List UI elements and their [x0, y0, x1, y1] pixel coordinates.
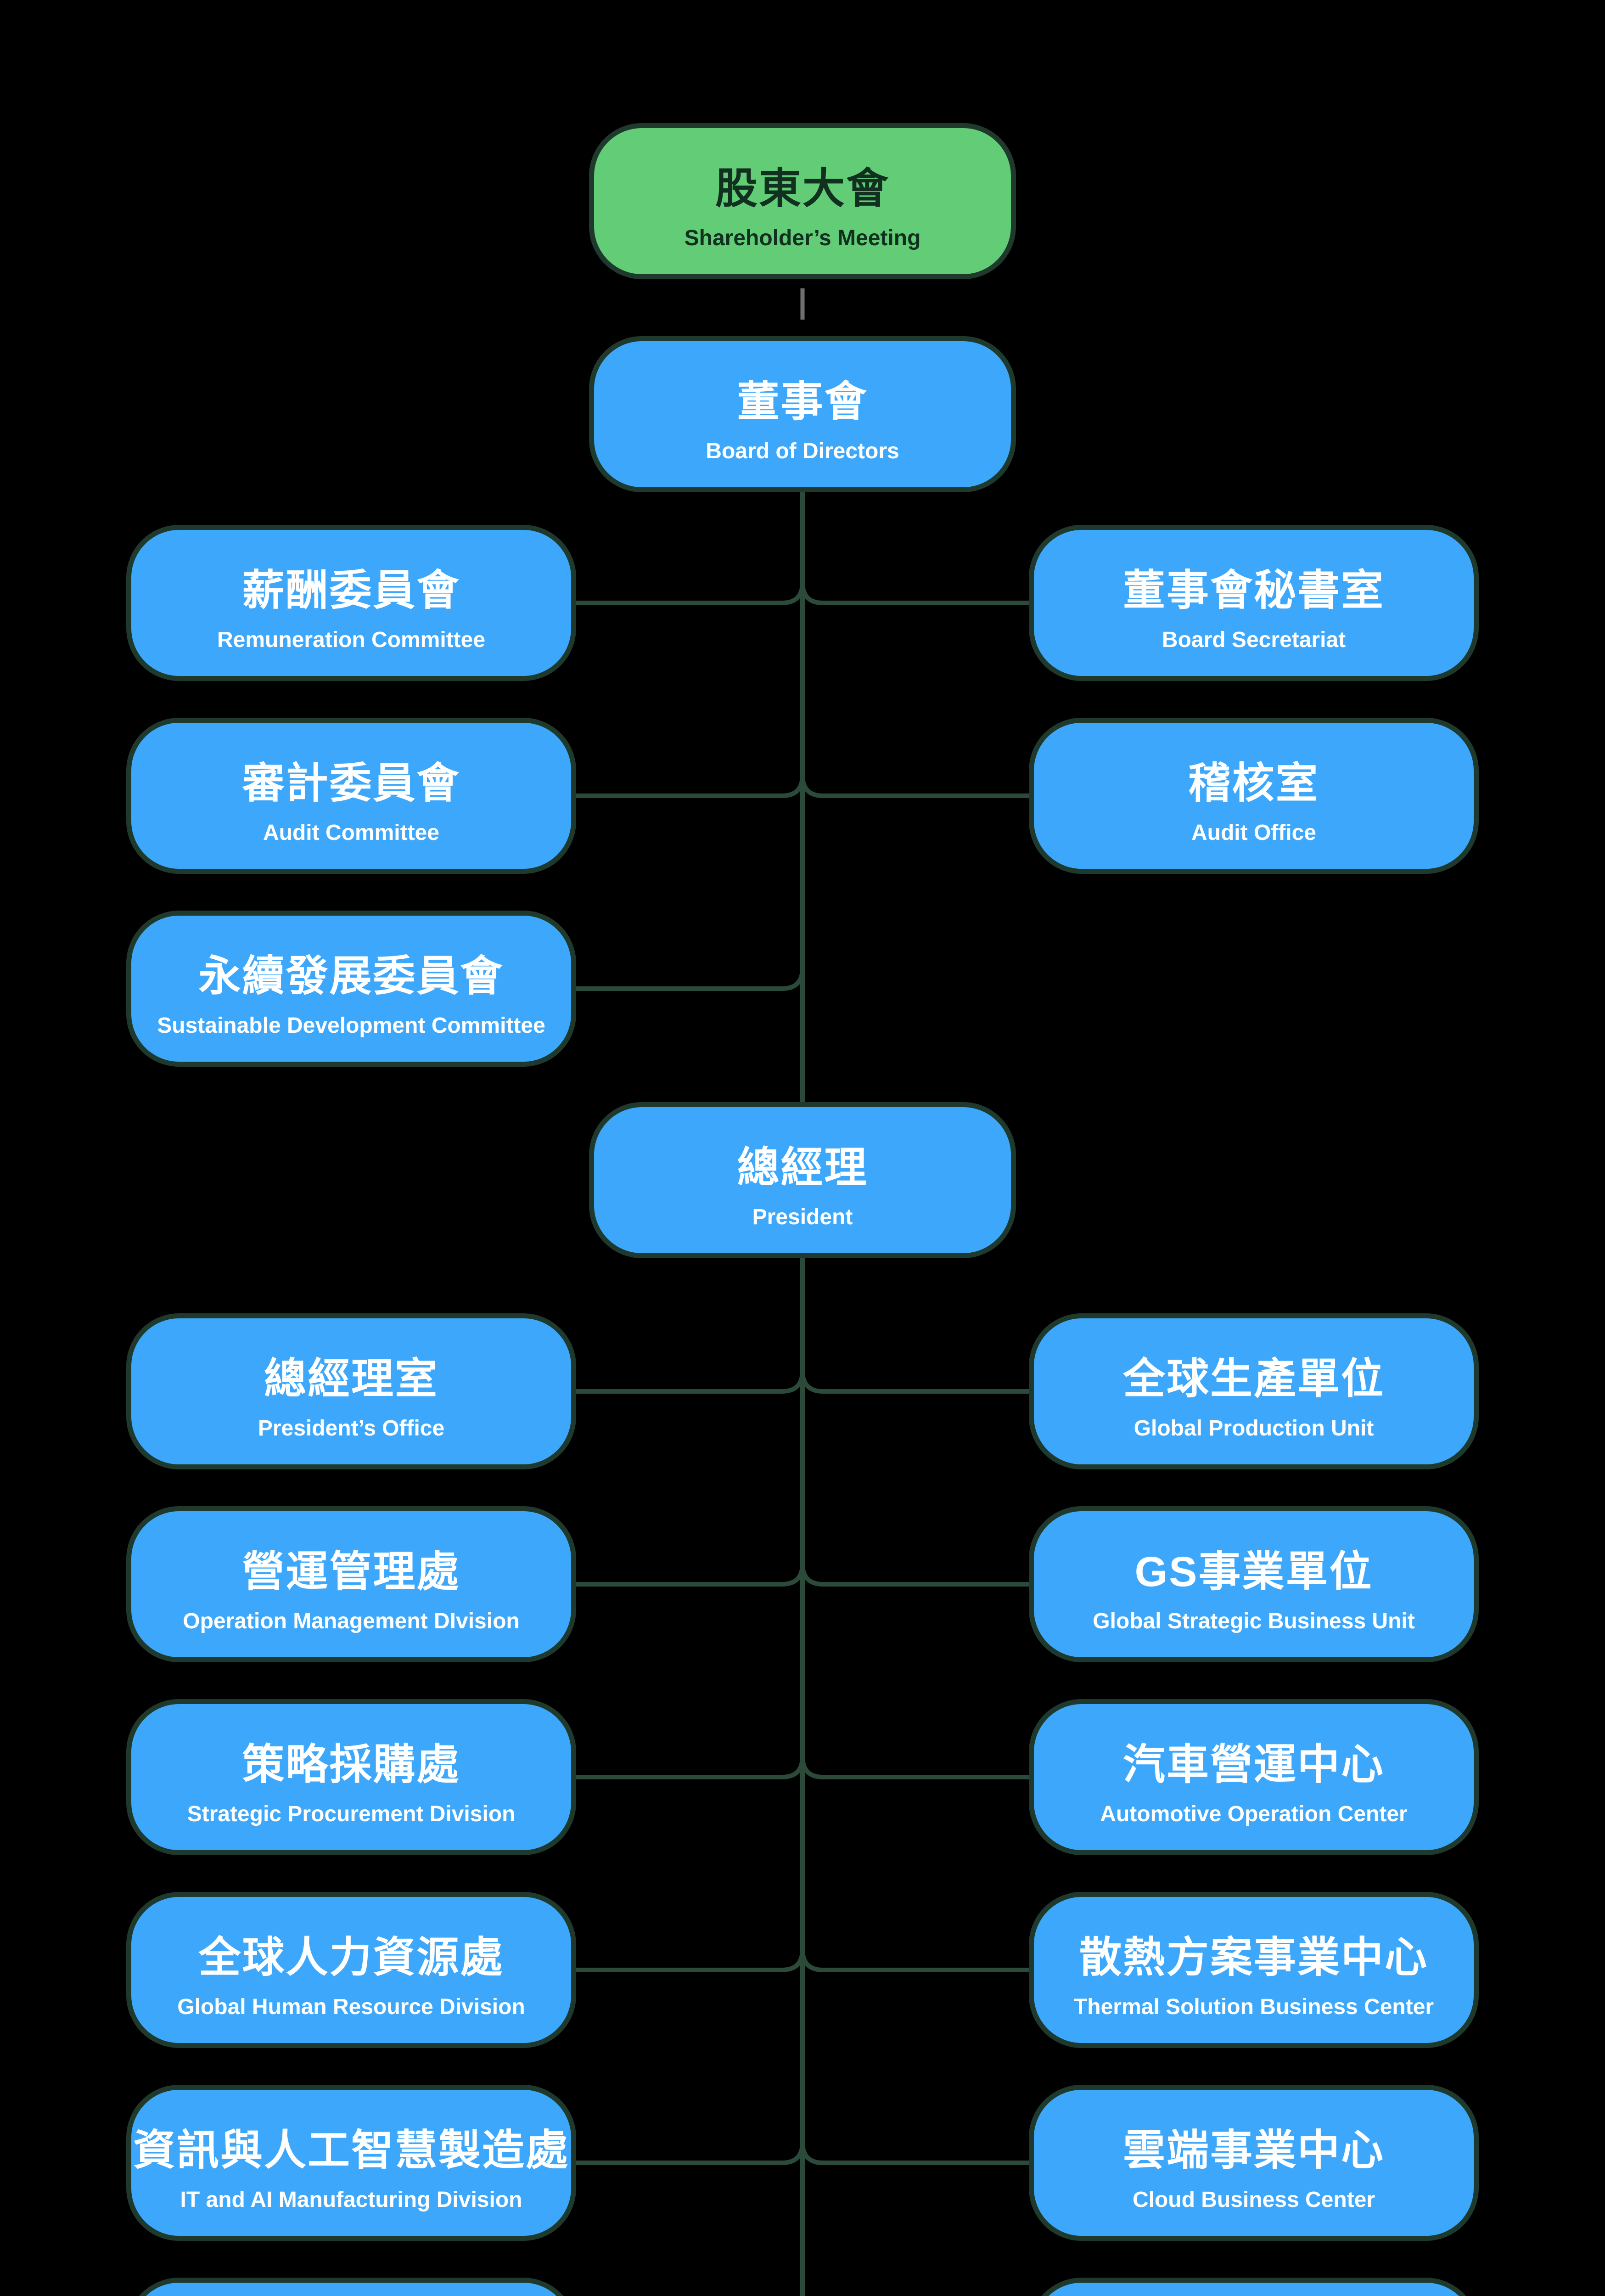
- org-node-audit-office: 稽核室 Audit Office: [1029, 718, 1479, 874]
- org-node-global-strategic-business-unit: GS事業單位 Global Strategic Business Unit: [1029, 1506, 1479, 1662]
- org-node-quality-strategy-center: 品質策略中心 Quality Strategy Center: [1029, 2278, 1479, 2296]
- org-node-automotive-operation-center: 汽車營運中心 Automotive Operation Center: [1029, 1699, 1479, 1855]
- branch-it-ai-mfg: [576, 2142, 805, 2165]
- branch-gs-business: [800, 1563, 1029, 1587]
- node-title-zh: 永續發展委員會: [198, 953, 504, 1000]
- node-subtitle-en: Remuneration Committee: [217, 628, 486, 652]
- node-subtitle-en: Operation Management DIvision: [183, 1609, 520, 1633]
- org-node-strategic-procurement-division: 策略採購處 Strategic Procurement Division: [126, 1699, 576, 1855]
- node-title-zh: 全球人力資源處: [198, 1934, 504, 1981]
- node-subtitle-en: Global Human Resource Division: [177, 1995, 525, 2019]
- branch-secretariat: [800, 582, 1029, 605]
- org-node-president: 總經理 President: [589, 1102, 1016, 1258]
- branch-global-hr: [576, 1949, 805, 1972]
- org-node-global-human-resource-division: 全球人力資源處 Global Human Resource Division: [126, 1892, 576, 2048]
- org-node-board-of-directors: 董事會 Board of Directors: [589, 336, 1016, 492]
- node-title-zh: 散熱方案事業中心: [1079, 1934, 1428, 1981]
- branch-automotive: [800, 1756, 1029, 1779]
- branch-global-production: [800, 1370, 1029, 1394]
- node-subtitle-en: Board Secretariat: [1162, 628, 1346, 652]
- org-node-global-production-unit: 全球生產單位 Global Production Unit: [1029, 1313, 1479, 1469]
- node-subtitle-en: IT and AI Manufacturing Division: [180, 2188, 522, 2212]
- node-title-zh: 資訊與人工智慧製造處: [133, 2127, 569, 2174]
- node-subtitle-en: Global Production Unit: [1134, 1416, 1374, 1441]
- node-title-zh: 審計委員會: [242, 760, 460, 807]
- branch-sustainable: [576, 968, 805, 991]
- node-title-zh: GS事業單位: [1134, 1548, 1373, 1595]
- org-node-cloud-business-center: 雲端事業中心 Cloud Business Center: [1029, 2085, 1479, 2241]
- node-subtitle-en: Board of Directors: [706, 439, 899, 463]
- branch-audit-committee: [576, 775, 805, 798]
- node-title-zh: 策略採購處: [242, 1741, 460, 1788]
- branch-strategic-procurement: [576, 1756, 805, 1779]
- node-title-zh: 董事會秘書室: [1122, 567, 1385, 614]
- node-subtitle-en: Cloud Business Center: [1132, 2188, 1375, 2212]
- node-subtitle-en: Global Strategic Business Unit: [1093, 1609, 1415, 1633]
- node-title-zh: 總經理室: [264, 1356, 438, 1402]
- node-title-zh: 營運管理處: [242, 1548, 460, 1595]
- node-subtitle-en: Strategic Procurement Division: [187, 1802, 516, 1826]
- org-node-presidents-office: 總經理室 President’s Office: [126, 1313, 576, 1469]
- node-subtitle-en: Automotive Operation Center: [1100, 1802, 1408, 1826]
- branch-remuneration: [576, 582, 805, 605]
- branch-audit-office: [800, 775, 1029, 798]
- node-title-zh: 薪酬委員會: [242, 567, 460, 614]
- org-node-thermal-solution-business-center: 散熱方案事業中心 Thermal Solution Business Cente…: [1029, 1892, 1479, 2048]
- org-node-sustainable-development-committee: 永續發展委員會 Sustainable Development Committe…: [126, 911, 576, 1067]
- node-subtitle-en: President’s Office: [258, 1416, 445, 1441]
- org-node-board-secretariat: 董事會秘書室 Board Secretariat: [1029, 525, 1479, 681]
- branch-operation-mgmt: [576, 1563, 805, 1587]
- node-title-zh: 稽核室: [1188, 760, 1319, 807]
- org-node-it-and-ai-manufacturing-division: 資訊與人工智慧製造處 IT and AI Manufacturing Divis…: [126, 2085, 576, 2241]
- node-title-zh: 股東大會: [715, 165, 890, 212]
- node-subtitle-en: Shareholder’s Meeting: [684, 226, 921, 250]
- org-node-audit-committee: 審計委員會 Audit Committee: [126, 718, 576, 874]
- branch-presidents-office: [576, 1370, 805, 1394]
- node-subtitle-en: President: [752, 1205, 853, 1229]
- org-node-remuneration-committee: 薪酬委員會 Remuneration Committee: [126, 525, 576, 681]
- node-subtitle-en: Audit Office: [1191, 821, 1316, 845]
- branch-cloud: [800, 2142, 1029, 2165]
- branch-thermal: [800, 1949, 1029, 1972]
- node-title-zh: 雲端事業中心: [1122, 2127, 1385, 2174]
- node-subtitle-en: Audit Committee: [263, 821, 439, 845]
- node-title-zh: 汽車營運中心: [1122, 1741, 1385, 1788]
- org-node-shareholders-meeting: 股東大會 Shareholder’s Meeting: [589, 123, 1016, 279]
- org-node-operation-management-division: 營運管理處 Operation Management DIvision: [126, 1506, 576, 1662]
- node-subtitle-en: Sustainable Development Committee: [157, 1013, 545, 1038]
- node-title-zh: 全球生產單位: [1122, 1356, 1385, 1402]
- node-title-zh: 董事會: [737, 378, 868, 425]
- node-subtitle-en: Thermal Solution Business Center: [1073, 1995, 1434, 2019]
- node-title-zh: 總經理: [737, 1144, 868, 1191]
- org-node-finance-division: 財管處 Finance Division: [126, 2278, 576, 2296]
